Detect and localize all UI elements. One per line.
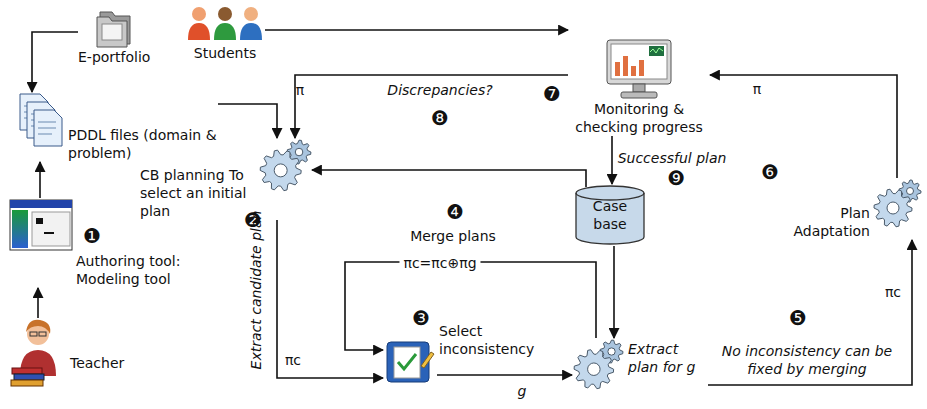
flow-arrow: [295, 75, 568, 138]
callout-number: ❷: [244, 209, 262, 231]
flow-arrow: [39, 162, 41, 198]
callout-number: ❾: [667, 167, 685, 189]
case-base-cylinder: Case base: [574, 184, 646, 246]
flow-arrow: [277, 220, 383, 378]
flow-arrow: [437, 374, 572, 376]
flow-arrow: [613, 246, 615, 338]
callout-number: ❶: [83, 225, 101, 247]
annotation-label: πc: [285, 351, 301, 369]
select-icon: Select inconsistency: [383, 322, 545, 384]
students-symbol: [185, 4, 265, 44]
pddl-files-icon: PDDL files (domain & problem): [18, 92, 218, 162]
planner-gear: CB planning To select an initial plan: [140, 138, 312, 220]
node-label: PDDL files (domain & problem): [68, 92, 218, 162]
node-label: Authoring tool: Modeling tool: [76, 252, 196, 288]
flow-arrow: [218, 104, 277, 138]
edge-label: Extract candidate plan: [247, 211, 265, 370]
edge-label: Discrepancies?: [387, 81, 492, 99]
annotation-label: π: [296, 81, 304, 99]
edge-label: π: [753, 80, 761, 98]
select-symbol: [383, 336, 435, 384]
authoring-symbol: [8, 198, 74, 252]
monitor-symbol: [603, 38, 675, 100]
node-label: Students: [194, 44, 256, 62]
monitoring-icon: Monitoring & checking progress: [568, 24, 710, 136]
cylinder-outline: [574, 184, 646, 246]
gear-symbol: [258, 138, 312, 192]
node-label: Plan Adaptation: [786, 178, 870, 240]
node-label: Case base: [574, 184, 646, 233]
gear-symbol: [572, 338, 624, 390]
node-label: Extract plan for g: [628, 338, 708, 376]
flow-arrow: [611, 136, 613, 184]
node-label: CB planning To select an initial plan: [140, 138, 256, 220]
edge-label: πc=πc⊕πg: [399, 254, 480, 272]
students-icon: Students: [185, 4, 265, 62]
flow-arrow: [708, 240, 912, 385]
callout-number: ❸: [412, 307, 430, 329]
callout-number: ❼: [543, 83, 561, 105]
annotation-label: πc: [885, 283, 901, 301]
flow-arrow: [32, 32, 78, 92]
node-label: Teacher: [70, 318, 124, 372]
teacher-icon: Teacher: [8, 318, 124, 388]
node-label: Select inconsistency: [439, 322, 545, 358]
flow-arrow: [710, 75, 897, 178]
edge-label: g: [518, 382, 527, 400]
flow-arrow: [265, 29, 568, 31]
docs-symbol: [18, 92, 64, 148]
extract-gear: Extract plan for g: [572, 338, 708, 390]
callout-number: ❽: [431, 107, 449, 129]
authoring-tool-icon: Authoring tool: Modeling tool: [8, 198, 196, 288]
callout-number: ❺: [789, 307, 807, 329]
adaptation-gear: Plan Adaptation: [786, 178, 922, 240]
node-label: Monitoring & checking progress: [568, 100, 710, 136]
eportfolio-icon: E-portfolio: [78, 4, 150, 66]
gear-symbol: [872, 178, 922, 228]
callout-number: ❹: [446, 201, 464, 223]
edge-label: Successful plan: [618, 149, 727, 167]
annotation-label: Merge plans: [410, 227, 496, 245]
teacher-symbol: [8, 318, 66, 388]
edge-label: No inconsistency can be fixed by merging: [710, 342, 905, 378]
node-label: E-portfolio: [78, 48, 150, 66]
flow-arrow: [37, 288, 39, 318]
flow-arrow: [312, 170, 586, 187]
callout-number: ❻: [761, 161, 779, 183]
folder-symbol: [94, 4, 134, 48]
